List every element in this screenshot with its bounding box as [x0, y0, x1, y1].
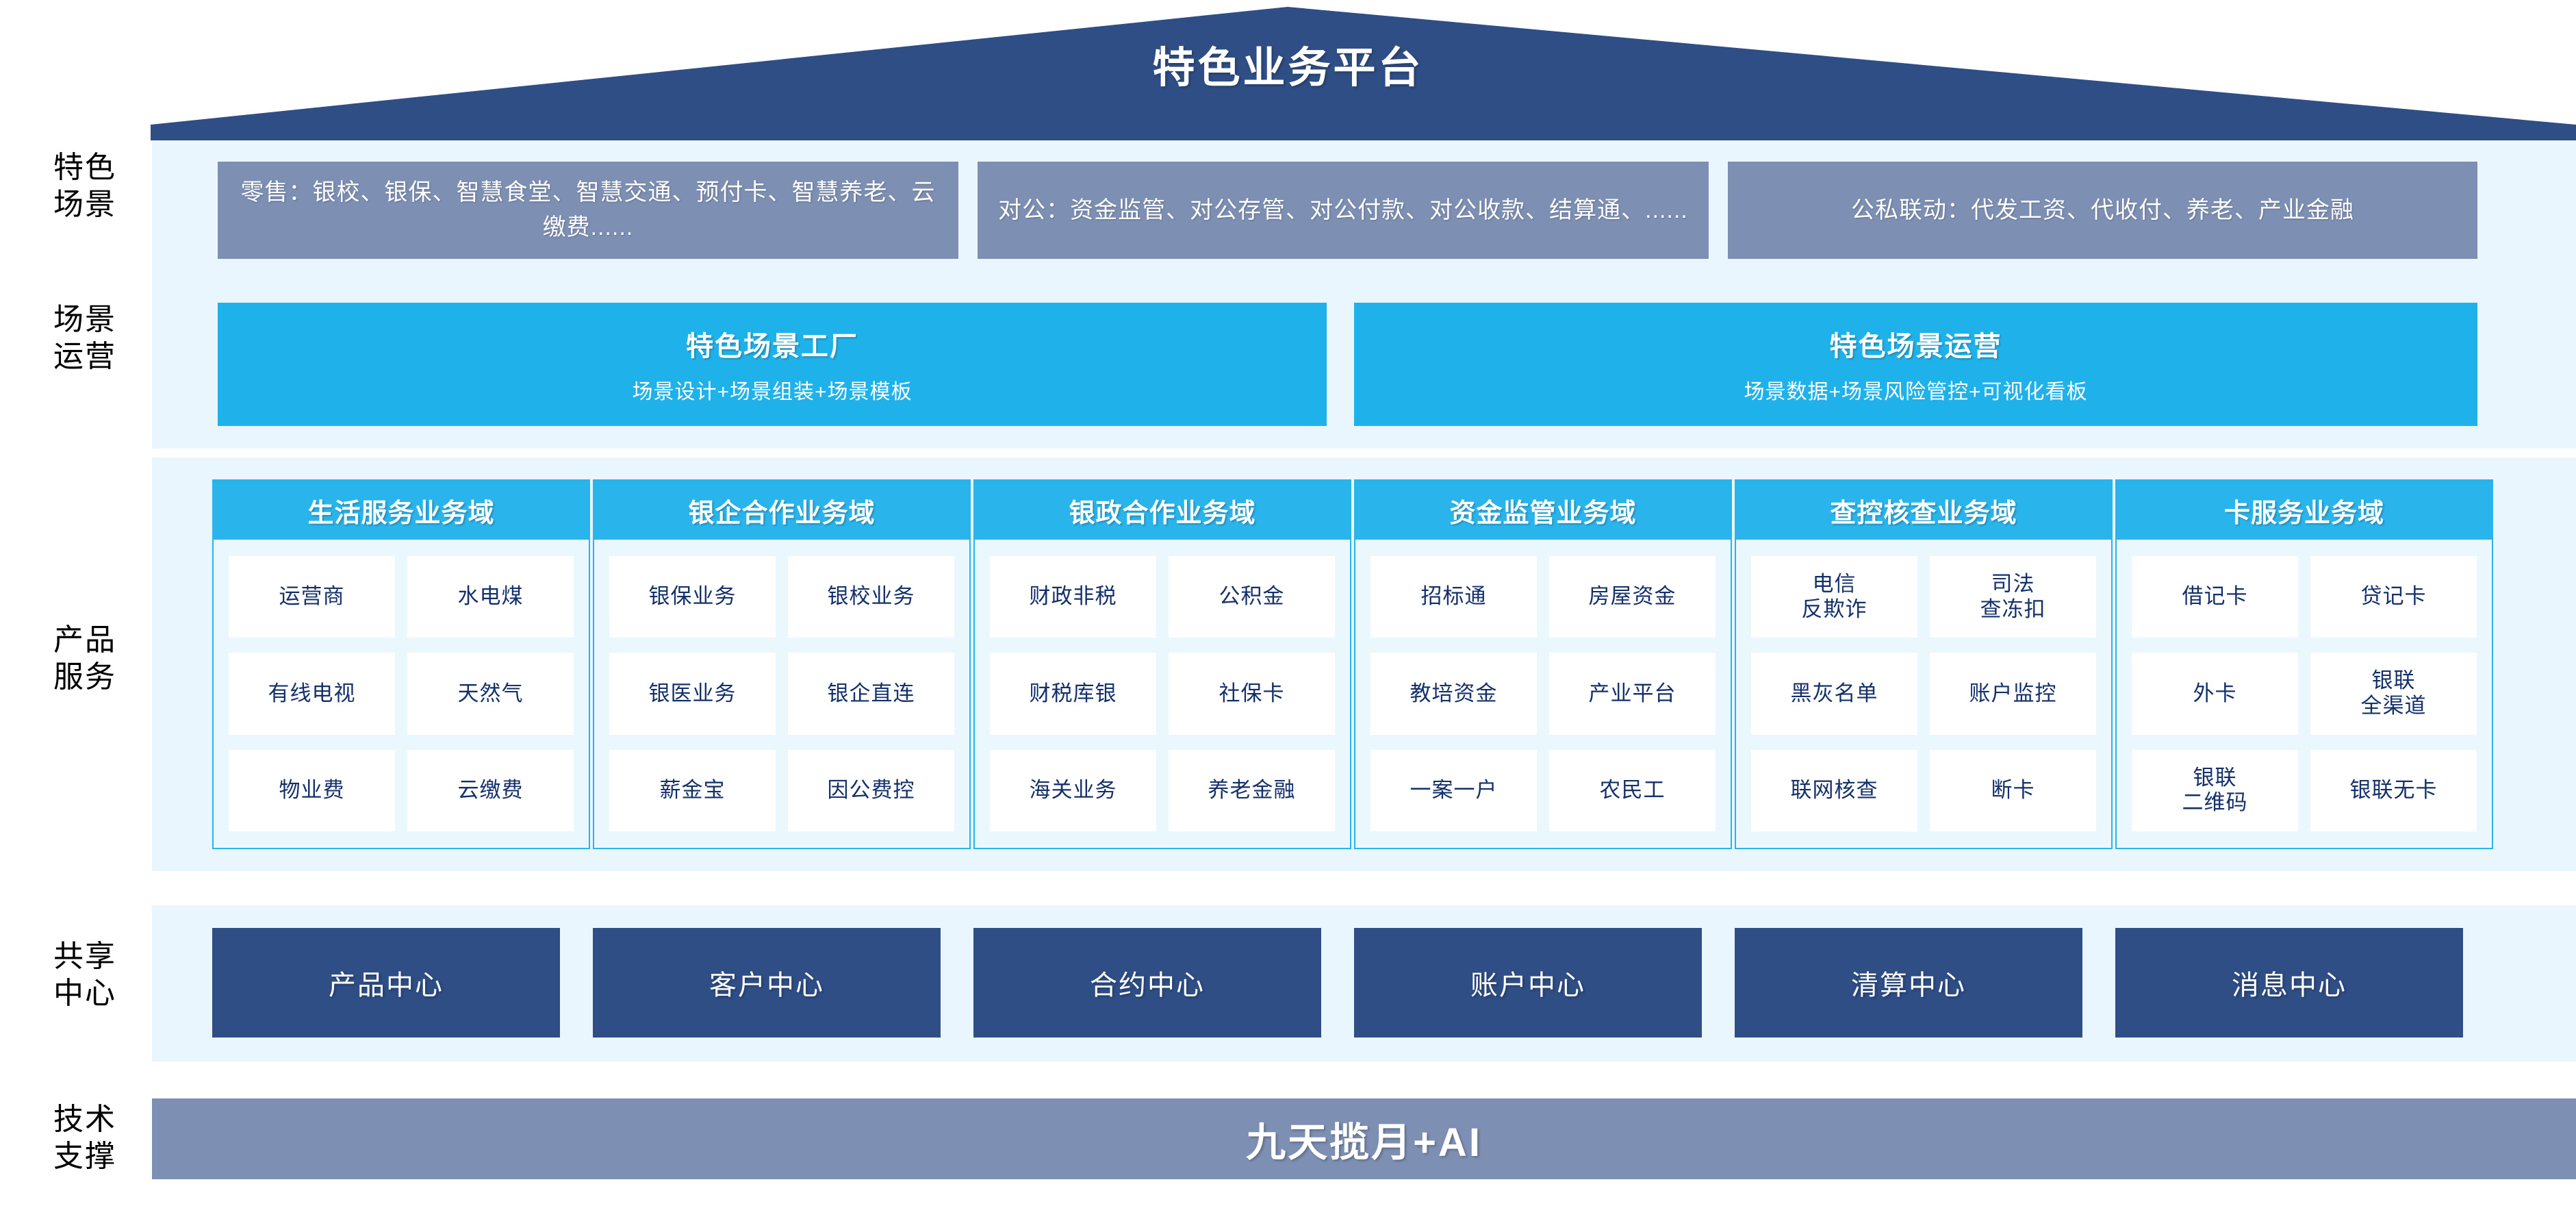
rail-label-products: 产品 服务 — [23, 622, 146, 695]
shared-center-customer[interactable]: 客户中心 — [593, 928, 941, 1038]
domain-cell[interactable]: 海关业务 — [990, 749, 1156, 831]
roof-shape-icon — [151, 7, 2576, 140]
shared-center-contract[interactable]: 合约中心 — [973, 928, 1321, 1038]
domain-cell[interactable]: 教培资金 — [1370, 653, 1537, 735]
domain-cell[interactable]: 财税库银 — [990, 653, 1156, 735]
rail-label-scenarios-text: 特色 场景 — [53, 151, 116, 221]
domain-cell[interactable]: 银企直连 — [788, 653, 954, 735]
page-title: 特色业务平台 — [1152, 45, 1424, 92]
platform-roof: 特色业务平台 — [0, 0, 2576, 140]
domain-cell[interactable]: 贷记卡 — [2310, 556, 2477, 638]
scenario-card-retail[interactable]: 零售：银校、银保、智慧食堂、智慧交通、预付卡、智慧养老、云缴费...... — [218, 162, 958, 259]
operation-card-scene-factory-subtitle: 场景设计+场景组装+场景模板 — [632, 381, 913, 403]
domain-grid-bank-enterprise: 银保业务 银校业务 银医业务 银企直连 薪金宝 因公费控 — [594, 540, 969, 848]
rail-label-shared-text: 共享 中心 — [53, 940, 116, 1010]
domain-grid-bank-government: 财政非税 公积金 财税库银 社保卡 海关业务 养老金融 — [975, 540, 1350, 848]
domain-column-life-service[interactable]: 生活服务业务域 运营商 水电煤 有线电视 天然气 物业费 云缴费 — [212, 479, 590, 849]
shared-center-account[interactable]: 账户中心 — [1354, 928, 1702, 1038]
domain-cell[interactable]: 银联 二维码 — [2132, 749, 2298, 831]
domain-cell[interactable]: 账户监控 — [1930, 653, 2096, 735]
domain-cell[interactable]: 银校业务 — [788, 556, 954, 638]
domain-column-card-service[interactable]: 卡服务业务域 借记卡 贷记卡 外卡 银联 全渠道 银联 二维码 银联无卡 — [2115, 479, 2493, 849]
domain-cell[interactable]: 房屋资金 — [1549, 556, 1716, 638]
tech-support-bar[interactable]: 九天揽月+AI — [152, 1098, 2576, 1179]
domain-cell[interactable]: 有线电视 — [229, 653, 395, 735]
rail-label-shared: 共享 中心 — [23, 938, 146, 1011]
domain-cell[interactable]: 水电煤 — [407, 556, 574, 638]
domain-cell[interactable]: 一案一户 — [1370, 749, 1537, 831]
domain-cell[interactable]: 财政非税 — [990, 556, 1156, 638]
domain-grid-life-service: 运营商 水电煤 有线电视 天然气 物业费 云缴费 — [214, 540, 589, 848]
domain-cell[interactable]: 联网核查 — [1751, 749, 1917, 831]
domain-cell[interactable]: 养老金融 — [1169, 749, 1335, 831]
domain-header-card-service: 卡服务业务域 — [2117, 481, 2492, 540]
domain-grid-investigation-control: 电信 反欺诈 司法 查冻扣 黑灰名单 账户监控 联网核查 断卡 — [1736, 540, 2111, 848]
domain-column-bank-enterprise[interactable]: 银企合作业务域 银保业务 银校业务 银医业务 银企直连 薪金宝 因公费控 — [593, 479, 971, 849]
domain-cell[interactable]: 薪金宝 — [609, 749, 776, 831]
domain-cell[interactable]: 银联无卡 — [2310, 749, 2477, 831]
operation-card-scene-operation-title: 特色场景运营 — [1829, 331, 2002, 362]
scenario-card-public-private[interactable]: 公私联动：代发工资、代收付、养老、产业金融 — [1728, 162, 2477, 259]
domain-cell[interactable]: 云缴费 — [407, 749, 574, 831]
domain-cell[interactable]: 因公费控 — [788, 749, 954, 831]
domain-cell[interactable]: 公积金 — [1169, 556, 1335, 638]
domain-header-fund-supervision: 资金监管业务域 — [1355, 481, 1731, 540]
domain-grid-card-service: 借记卡 贷记卡 外卡 银联 全渠道 银联 二维码 银联无卡 — [2117, 540, 2492, 848]
shared-center-settlement[interactable]: 清算中心 — [1735, 928, 2082, 1038]
domain-column-bank-government[interactable]: 银政合作业务域 财政非税 公积金 财税库银 社保卡 海关业务 养老金融 — [973, 479, 1351, 849]
domain-header-investigation-control: 查控核查业务域 — [1736, 481, 2111, 540]
domain-cell[interactable]: 外卡 — [2132, 653, 2298, 735]
domain-header-life-service: 生活服务业务域 — [214, 481, 589, 540]
operation-card-scene-operation[interactable]: 特色场景运营 场景数据+场景风险管控+可视化看板 — [1354, 303, 2477, 426]
domain-cell[interactable]: 银联 全渠道 — [2310, 653, 2477, 735]
domain-cell[interactable]: 运营商 — [229, 556, 395, 638]
rail-label-operations: 场景 运营 — [23, 301, 146, 375]
domain-cell[interactable]: 天然气 — [407, 653, 574, 735]
domain-cell[interactable]: 社保卡 — [1169, 653, 1335, 735]
rail-label-products-text: 产品 服务 — [53, 623, 116, 694]
rail-label-scenarios: 特色 场景 — [23, 149, 146, 223]
domain-cell[interactable]: 银保业务 — [609, 556, 776, 638]
rail-label-operations-text: 场景 运营 — [53, 303, 116, 373]
rail-label-tech-text: 技术 支撑 — [53, 1103, 116, 1173]
domain-header-bank-government: 银政合作业务域 — [975, 481, 1350, 540]
operation-card-scene-factory-title: 特色场景工厂 — [686, 331, 858, 362]
domain-cell[interactable]: 招标通 — [1370, 556, 1537, 638]
domain-cell[interactable]: 借记卡 — [2132, 556, 2298, 638]
domain-cell[interactable]: 司法 查冻扣 — [1930, 556, 2096, 638]
domain-cell[interactable]: 物业费 — [229, 749, 395, 831]
domain-cell[interactable]: 黑灰名单 — [1751, 653, 1917, 735]
scenario-card-corporate[interactable]: 对公：资金监管、对公存管、对公付款、对公收款、结算通、...... — [978, 162, 1709, 259]
shared-center-product[interactable]: 产品中心 — [212, 928, 560, 1038]
domain-cell[interactable]: 电信 反欺诈 — [1751, 556, 1917, 638]
operation-card-scene-factory[interactable]: 特色场景工厂 场景设计+场景组装+场景模板 — [218, 303, 1327, 426]
domain-cell[interactable]: 银医业务 — [609, 653, 776, 735]
shared-center-message[interactable]: 消息中心 — [2115, 928, 2463, 1038]
domain-column-investigation-control[interactable]: 查控核查业务域 电信 反欺诈 司法 查冻扣 黑灰名单 账户监控 联网核查 断卡 — [1735, 479, 2113, 849]
domain-cell[interactable]: 产业平台 — [1549, 653, 1716, 735]
operation-card-scene-operation-subtitle: 场景数据+场景风险管控+可视化看板 — [1744, 381, 2088, 403]
domain-cell[interactable]: 断卡 — [1930, 749, 2096, 831]
domain-cell[interactable]: 农民工 — [1549, 749, 1716, 831]
domain-column-fund-supervision[interactable]: 资金监管业务域 招标通 房屋资金 教培资金 产业平台 一案一户 农民工 — [1354, 479, 1732, 849]
domain-grid-fund-supervision: 招标通 房屋资金 教培资金 产业平台 一案一户 农民工 — [1355, 540, 1731, 848]
rail-label-tech: 技术 支撑 — [23, 1101, 146, 1174]
domain-header-bank-enterprise: 银企合作业务域 — [594, 481, 969, 540]
